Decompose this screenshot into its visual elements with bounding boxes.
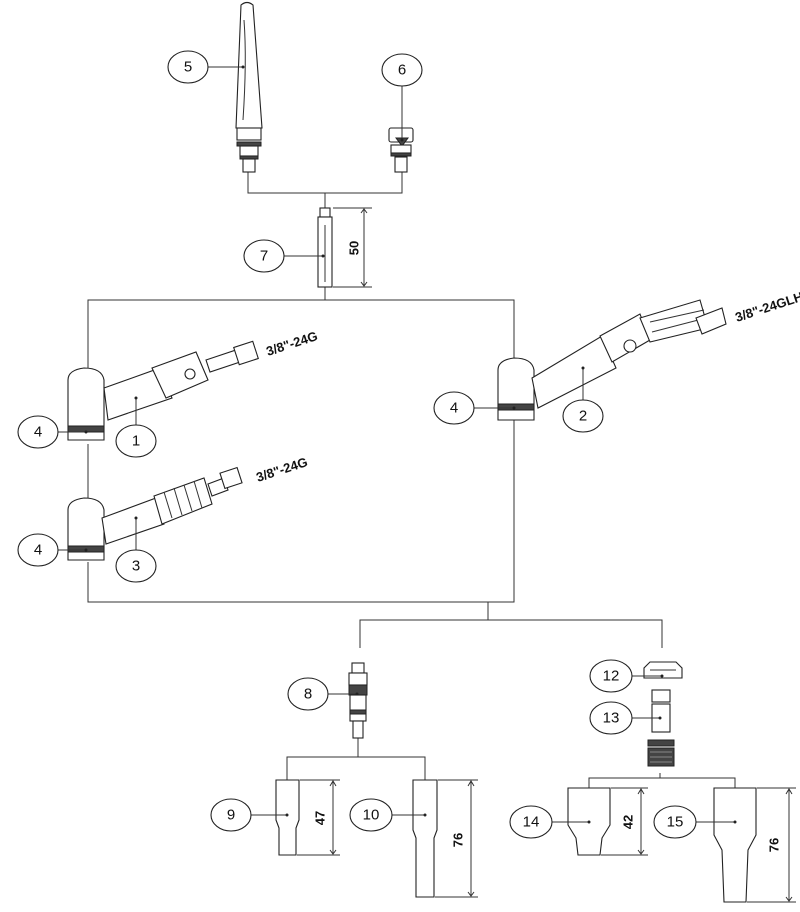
callout-4-label: 4 xyxy=(34,542,42,559)
callout-9-label: 9 xyxy=(227,807,235,824)
gas-lens-nozzle-long xyxy=(713,787,796,903)
callout-4-label: 4 xyxy=(450,400,458,417)
thread-label-torch-2: 3/8"-24GLH xyxy=(733,289,800,325)
callout-7-label: 7 xyxy=(260,248,268,265)
callout-14-label: 14 xyxy=(523,814,540,831)
torch-body-3 xyxy=(67,466,243,561)
callout-4-lower-left: 4 xyxy=(17,533,59,567)
callout-5-label: 5 xyxy=(184,59,192,76)
callout-1-label: 1 xyxy=(132,433,140,450)
callout-13-label: 13 xyxy=(603,710,620,727)
dimension-part-9: 47 xyxy=(313,811,328,825)
callout-12-label: 12 xyxy=(603,668,620,685)
callout-6: 6 xyxy=(381,53,423,87)
back-cap-short xyxy=(388,127,414,173)
dimension-part-7: 50 xyxy=(347,241,362,255)
dimension-part-15: 76 xyxy=(767,838,782,852)
back-cap-long xyxy=(235,1,263,173)
callout-4-right: 4 xyxy=(433,391,475,425)
callout-4-upper-left: 4 xyxy=(17,415,59,449)
callout-8-label: 8 xyxy=(304,686,312,703)
dimension-part-14: 42 xyxy=(621,815,636,829)
thread-label-torch-3: 3/8"-24G xyxy=(254,454,309,485)
callout-10: 10 xyxy=(349,798,393,832)
torch-body-1 xyxy=(67,340,259,441)
callout-7: 7 xyxy=(243,239,285,273)
callout-9: 9 xyxy=(210,798,252,832)
collet xyxy=(317,207,372,288)
connector-lines xyxy=(87,172,736,788)
callout-15: 15 xyxy=(653,805,697,839)
callout-2: 2 xyxy=(562,399,604,433)
gas-lens-adapter xyxy=(348,662,368,739)
callout-8: 8 xyxy=(287,677,329,711)
leader-lines xyxy=(58,65,737,824)
callout-15-label: 15 xyxy=(667,814,684,831)
dimension-part-10: 76 xyxy=(451,833,466,847)
callout-5: 5 xyxy=(167,50,209,84)
gas-lens xyxy=(647,689,675,767)
nozzle-short xyxy=(275,779,340,856)
callout-10-label: 10 xyxy=(363,807,380,824)
callout-1: 1 xyxy=(115,424,157,458)
insulator xyxy=(643,661,683,679)
callout-14: 14 xyxy=(509,805,553,839)
callout-3: 3 xyxy=(115,549,157,583)
thread-label-torch-1: 3/8"-24G xyxy=(264,328,319,359)
callout-12: 12 xyxy=(589,659,633,693)
callout-6-label: 6 xyxy=(398,62,406,79)
callout-13: 13 xyxy=(589,701,633,735)
torch-body-2 xyxy=(497,299,727,421)
nozzle-long xyxy=(412,779,478,898)
callout-4-label: 4 xyxy=(34,424,42,441)
callout-3-label: 3 xyxy=(132,558,140,575)
callout-2-label: 2 xyxy=(579,408,587,425)
